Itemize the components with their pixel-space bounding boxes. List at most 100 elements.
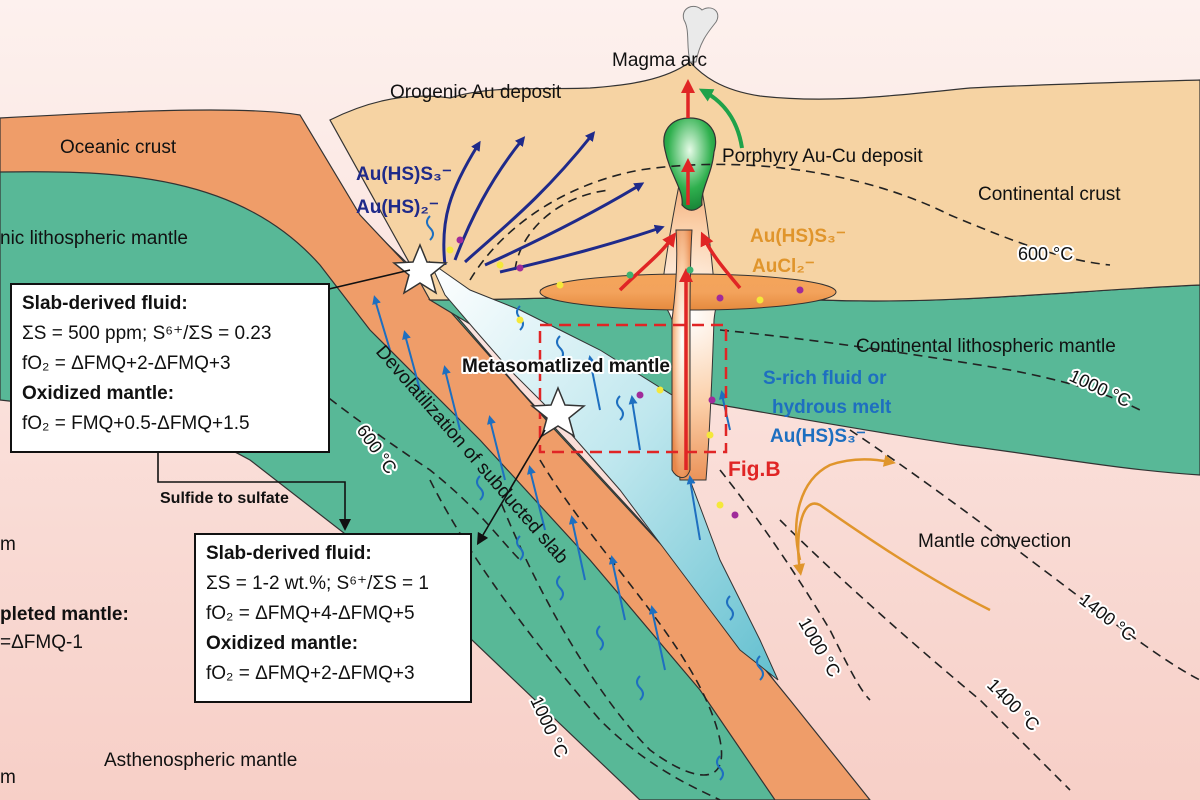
dot xyxy=(456,236,464,244)
wavy-3 xyxy=(556,335,564,361)
dot xyxy=(708,396,716,404)
wavy-10 xyxy=(756,655,764,681)
dot xyxy=(446,246,454,254)
metal-dots xyxy=(446,236,804,519)
star-lower xyxy=(529,386,587,438)
blue-arrow-12 xyxy=(686,475,701,541)
oceanic-crust-layer xyxy=(0,109,871,800)
left-edge-m1: m xyxy=(0,534,16,555)
dot xyxy=(716,501,724,509)
volcano-plume xyxy=(682,5,719,63)
dot xyxy=(516,264,524,272)
wavy-11 xyxy=(716,755,724,781)
box2-line3: fO₂ = ΔFMQ+2-ΔFMQ+3 xyxy=(206,663,415,684)
magma-arc-label: Magma arc xyxy=(612,50,707,71)
blue-species-3: Au(HS)S₃⁻ xyxy=(770,426,866,447)
depleted-mantle-label: pleted mantle: xyxy=(0,604,129,625)
dot xyxy=(516,316,524,324)
wavy-1 xyxy=(426,215,434,241)
orange-species-2: AuCl₂⁻ xyxy=(752,256,815,277)
blue-arrow-9 xyxy=(628,395,641,451)
continental-lm-label: Continental lithospheric mantle xyxy=(856,336,1116,357)
orogenic-fluid-arrows xyxy=(442,131,665,274)
isotherm-1000-clm xyxy=(719,329,1141,411)
mantle-convection-label: Mantle convection xyxy=(918,531,1071,552)
wavy-7 xyxy=(596,625,604,651)
slab-fluid-box-lower: Slab-derived fluid: ΣS = 1-2 wt.%; S⁶⁺/Σ… xyxy=(194,533,472,703)
box1-line1: ΣS = 500 ppm; S⁶⁺/ΣS = 0.23 xyxy=(22,323,272,344)
slab-fluid-box-upper: Slab-derived fluid: ΣS = 500 ppm; S⁶⁺/ΣS… xyxy=(10,283,330,453)
isotherm-slab-loop xyxy=(499,459,723,776)
dot xyxy=(626,271,634,279)
magma-ascent-arrows xyxy=(618,79,742,470)
box2-line1: ΣS = 1-2 wt.%; S⁶⁺/ΣS = 1 xyxy=(206,573,429,594)
blue-arrow-1 xyxy=(372,295,391,351)
blue-arrow-7 xyxy=(608,555,626,621)
wavy-8 xyxy=(636,675,644,701)
dot xyxy=(731,511,739,519)
left-edge-m2: m xyxy=(0,767,16,788)
dot xyxy=(686,266,694,274)
porphyry-label: Porphyry Au-Cu deposit xyxy=(722,146,923,167)
box1-line3: fO₂ = FMQ+0.5-ΔFMQ+1.5 xyxy=(22,413,250,434)
leader-sulfide xyxy=(157,452,351,531)
dot xyxy=(706,431,714,439)
depleted-fo2-label: =ΔFMQ-1 xyxy=(0,632,83,653)
isotherm-inner-dome xyxy=(514,189,611,271)
blue-arrow-10 xyxy=(586,355,601,411)
green-arrow xyxy=(698,88,744,149)
oceanic-lm-label: nic lithospheric mantle xyxy=(0,228,188,249)
blue-arrow-2 xyxy=(402,330,421,391)
box1-line2: fO₂ = ΔFMQ+2-ΔFMQ+3 xyxy=(22,353,231,374)
asthenospheric-label: Asthenospheric mantle xyxy=(104,750,297,771)
fig-b-frame xyxy=(538,323,728,454)
blue-arrow-8 xyxy=(648,605,666,671)
wavy-6 xyxy=(556,575,564,601)
isotherm-label-600-crust: 600 °C xyxy=(1018,244,1073,264)
isotherm-1000-wedge xyxy=(719,469,871,701)
isotherm-600-crust xyxy=(469,163,1111,281)
blue-species-2: hydrous melt xyxy=(772,397,892,418)
wavy-4 xyxy=(476,475,484,501)
box2-title: Slab-derived fluid: xyxy=(206,543,372,564)
navy-species-2: Au(HS)₂⁻ xyxy=(356,197,439,218)
convection-arrow-top xyxy=(795,454,896,561)
box2-line2: fO₂ = ΔFMQ+4-ΔFMQ+5 xyxy=(206,603,415,624)
box1-title2: Oxidized mantle: xyxy=(22,383,175,404)
star-upper xyxy=(391,243,449,295)
navy-arrow-4 xyxy=(484,182,645,267)
dot xyxy=(756,296,764,304)
red-arrow-left xyxy=(618,232,677,292)
wavy-5 xyxy=(516,535,524,561)
red-arrow-right xyxy=(700,231,742,290)
isotherm-1400-a xyxy=(849,429,1200,681)
orange-species-1: Au(HS)S₃⁻ xyxy=(750,226,846,247)
continental-crust-label: Continental crust xyxy=(978,184,1121,205)
leader-star-lower xyxy=(476,429,546,546)
dot xyxy=(636,391,644,399)
dot xyxy=(496,261,504,269)
dot xyxy=(656,386,664,394)
box2-title2: Oxidized mantle: xyxy=(206,633,359,654)
sulfide-to-sulfate-label: Sulfide to sulfate xyxy=(160,490,289,507)
navy-arrow-2 xyxy=(453,136,526,261)
box1-title: Slab-derived fluid: xyxy=(22,293,188,314)
dot xyxy=(556,281,564,289)
oceanic-crust-label: Oceanic crust xyxy=(60,137,177,158)
isotherm-1400-b xyxy=(779,519,1071,791)
fig-b-label: Fig.B xyxy=(728,458,781,481)
blue-arrow-3 xyxy=(442,365,461,431)
dot xyxy=(716,294,724,302)
dot xyxy=(796,286,804,294)
fluid-flow-arrows xyxy=(372,295,731,671)
fluid-wavy-lines xyxy=(426,215,764,781)
navy-arrow-3 xyxy=(463,131,596,264)
blue-arrow-6 xyxy=(568,515,586,581)
orogenic-label: Orogenic Au deposit xyxy=(390,82,562,103)
blue-arrow-5 xyxy=(527,465,546,531)
metasomatized-label: Metasomatlized mantle xyxy=(462,356,670,377)
navy-species-1: Au(HS)S₃⁻ xyxy=(356,164,452,185)
convection-arrow-bottom xyxy=(793,502,991,612)
wavy-12 xyxy=(616,395,624,421)
